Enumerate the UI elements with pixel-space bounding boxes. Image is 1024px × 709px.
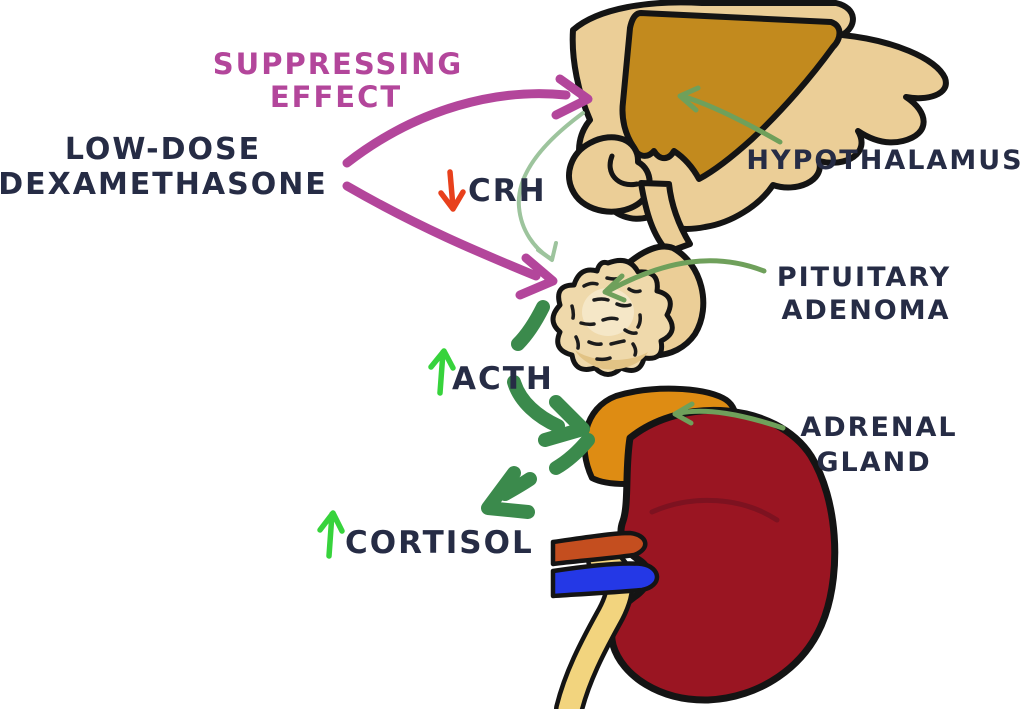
- hypothalamus-lobe-curl-line: [607, 153, 640, 188]
- hypothalamus-pointer-arrow: [677, 85, 783, 145]
- hormone-flow-arrows: [481, 300, 595, 519]
- cortisol-flow-arrow: [481, 433, 595, 519]
- pituitary-adenoma-pointer-arrow: [602, 258, 767, 303]
- renal-vein: [550, 561, 660, 599]
- suppressing-effect-arrows: [342, 74, 593, 300]
- pituitary-stalk-shape: [638, 180, 693, 255]
- suppressing-effect-label-line2: EFFECT: [270, 80, 402, 114]
- crh-flow-arrow: [516, 111, 585, 262]
- low-dose-dexamethasone-label-line2: DEXAMETHASONE: [0, 167, 328, 202]
- crh-down-arrow-icon: [438, 169, 466, 212]
- hypothalamus-lobe-shape: [566, 134, 653, 215]
- low-dose-dexamethasone-label-line1: LOW-DOSE: [65, 132, 261, 167]
- hypothalamus-core-shape: [619, 10, 843, 182]
- kidney-crease-line: [649, 497, 780, 523]
- hypothalamus-pituitary-illustration: [550, 0, 949, 377]
- adrenal-gland-label-line1: ADRENAL: [800, 412, 957, 443]
- crh-label: CRH: [468, 173, 547, 209]
- cortisol-up-arrow-icon: [317, 510, 345, 559]
- kidney-shape: [608, 406, 839, 704]
- pituitary-adenoma-label-line1: PITUITARY: [777, 262, 951, 293]
- acth-up-arrow-icon: [428, 348, 456, 396]
- suppressing-arrow-to-hypothalamus: [342, 74, 593, 168]
- acth-flow-arrow: [507, 300, 590, 447]
- hypothalamus-label: HYPOTHALAMUS: [746, 145, 1023, 176]
- adenoma-shade: [575, 350, 648, 370]
- adenoma-texture-dashes: [570, 276, 642, 362]
- renal-artery: [550, 530, 648, 567]
- acth-label: ACTH: [452, 361, 554, 397]
- adrenal-gland-pointer-arrow: [672, 401, 786, 431]
- cortisol-label: CORTISOL: [345, 525, 534, 561]
- suppressing-effect-label-line1: SUPPRESSING: [213, 47, 463, 81]
- pituitary-adenoma-label-line2: ADENOMA: [781, 295, 950, 326]
- label-pointer-arrows: [602, 85, 786, 431]
- adrenal-gland-label-line2: GLAND: [816, 447, 931, 478]
- kidney-adrenal-illustration: [550, 385, 839, 709]
- suppressing-arrow-to-pituitary: [342, 181, 558, 300]
